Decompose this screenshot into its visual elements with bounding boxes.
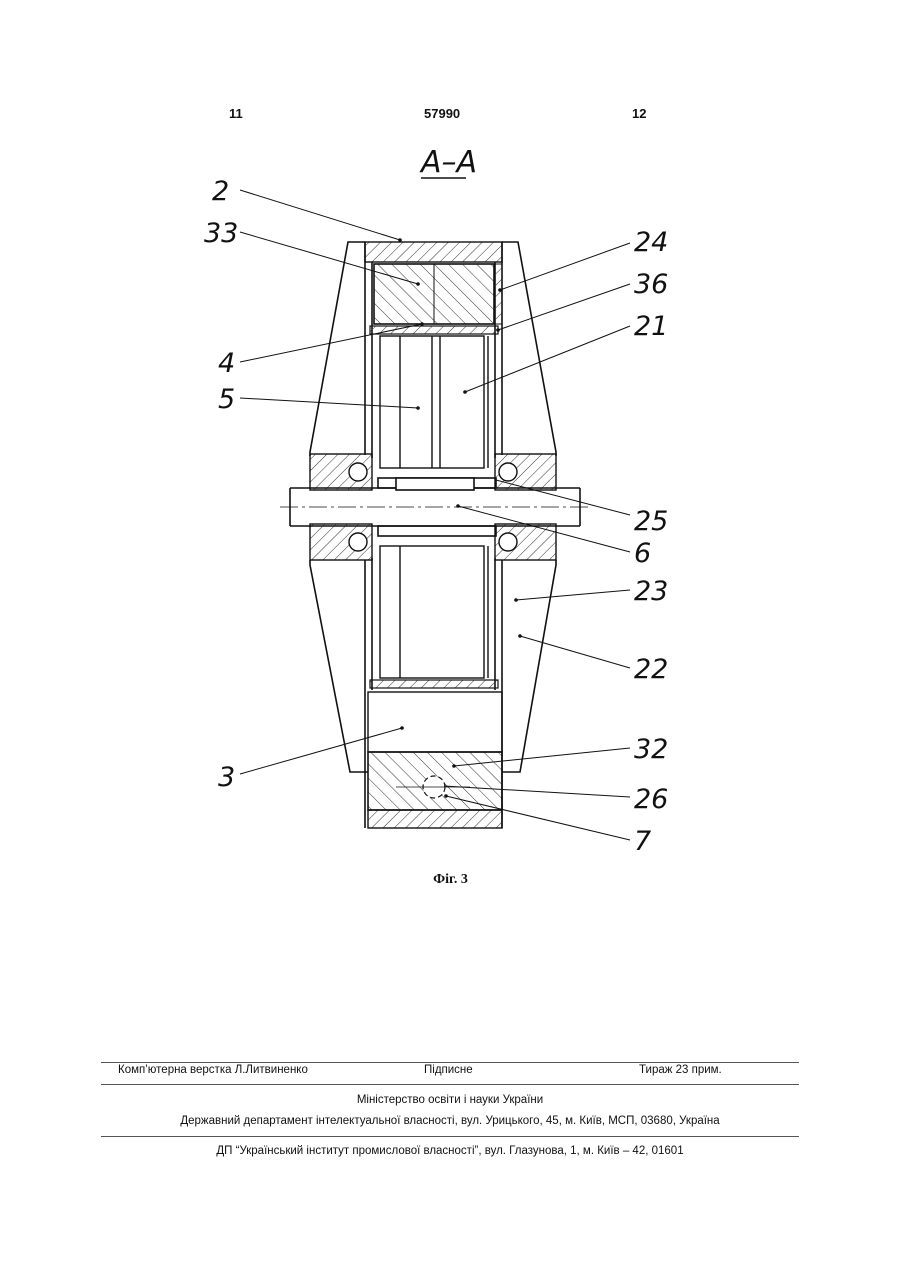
ball-bearing-right-bottom [499,533,517,551]
label-25: 25 [634,506,668,537]
label-32: 32 [634,734,668,765]
rim-2 [365,242,502,262]
footer-ministry: Міністерство освіти і науки України [101,1094,799,1106]
label-26: 26 [634,784,668,815]
ball-bearing-left-bottom [349,533,367,551]
rotor-upper [380,336,488,468]
spacer-24 [494,264,502,324]
rotor-lower [380,546,488,678]
ball-bearing-right-top [499,463,517,481]
footer-circulation: Тираж 23 прим. [639,1064,722,1076]
label-21: 21 [634,311,668,342]
footer-layout-credit: Комп’ютерна верстка Л.Литвиненко [118,1064,308,1076]
label-36: 36 [634,269,668,300]
section-title: A–A [419,145,477,180]
footer-rule-3 [101,1136,799,1137]
footer-rule-2 [101,1084,799,1085]
label-5: 5 [218,384,235,415]
label-6: 6 [634,538,651,569]
label-3: 3 [218,762,235,793]
label-24: 24 [634,227,668,258]
label-7: 7 [634,826,651,857]
label-22: 22 [634,654,668,685]
label-23: 23 [634,576,668,607]
band-4-top [370,326,498,334]
figure-caption: Фіг. 3 [0,872,901,888]
chamber-3 [368,692,502,752]
label-33: 33 [204,218,238,249]
ball-bearing-left-top [349,463,367,481]
label-4: 4 [218,348,235,379]
label-2: 2 [212,176,229,207]
footer-department: Державний департамент інтелектуальної вл… [101,1115,799,1127]
footer-signed: Підписне [424,1064,473,1076]
footer-institute: ДП “Український інститут промислової вла… [101,1145,799,1157]
rim-bottom [368,810,502,828]
footer-rule-1 [101,1062,799,1063]
band-4-bottom [370,680,498,688]
